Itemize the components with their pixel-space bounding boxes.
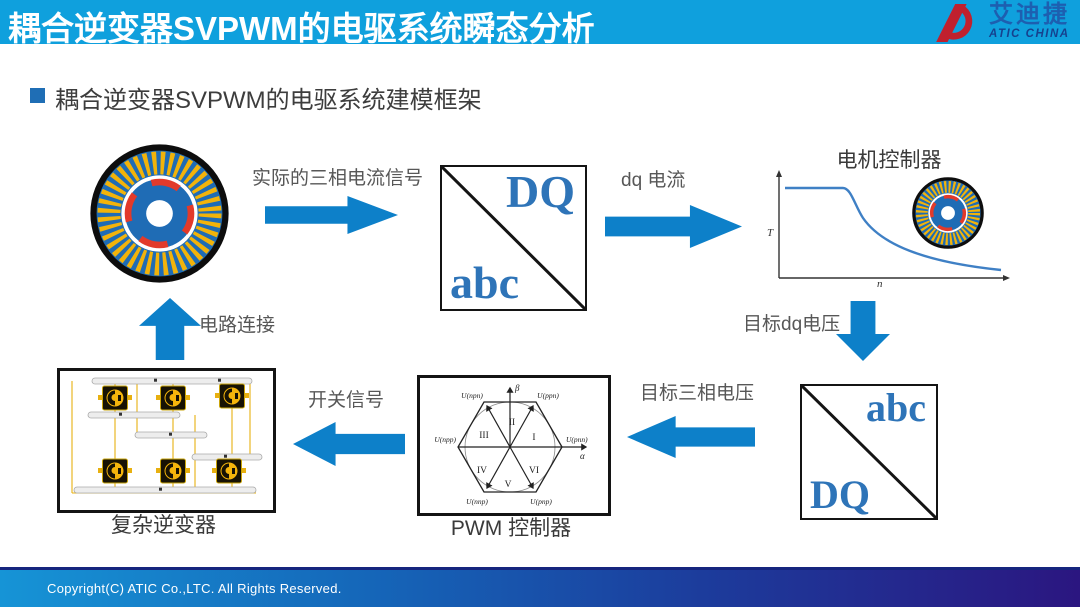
abc-dq-transform-box: abc DQ xyxy=(800,384,938,520)
tn-xlabel: n xyxy=(877,278,883,288)
company-logo: 艾迪捷 ATIC CHINA xyxy=(933,3,1070,48)
logo-company-en: ATIC CHINA xyxy=(989,28,1070,40)
dq-abc-transform-box: DQ abc xyxy=(440,165,587,311)
dq-current-label: dq 电流 xyxy=(621,170,686,191)
arrow-left-three-phase xyxy=(627,416,755,458)
arrow-right-dq-current xyxy=(605,205,742,248)
sector-1: I xyxy=(532,433,535,443)
vector-pnp: U(pnp) xyxy=(530,497,552,506)
abc-label: abc xyxy=(866,385,926,430)
inverter-caption: 复杂逆变器 xyxy=(111,514,216,537)
arrow-right-current xyxy=(265,196,398,234)
sector-5: V xyxy=(505,480,512,490)
target-dq-voltage-label: 目标dq电压 xyxy=(743,314,841,335)
sector-6: VI xyxy=(529,466,539,476)
alpha-axis-label: α xyxy=(580,451,585,461)
vector-pnn: U(pnn) xyxy=(566,435,588,444)
section-heading: 耦合逆变器SVPWM的电驱系统建模框架 xyxy=(55,87,482,114)
vector-ppn: U(ppn) xyxy=(537,391,559,400)
circuit-connection-label: 电路连接 xyxy=(199,315,276,336)
small-motor-icon xyxy=(914,179,982,247)
switch-signal-label: 开关信号 xyxy=(308,390,385,411)
logo-monogram-icon xyxy=(933,3,985,48)
svpwm-hexagon: β α U(npn) U(ppn) U(pnn) U(npp) U(nnp) U… xyxy=(434,383,588,506)
actual-current-label: 实际的三相电流信号 xyxy=(252,168,424,189)
footer-bar: Copyright(C) ATIC Co.,LTC. All Rights Re… xyxy=(0,567,1080,607)
torque-speed-chart: T n xyxy=(763,166,1015,290)
slide-title: 耦合逆变器SVPWM的电驱系统瞬态分析 xyxy=(8,10,595,47)
sector-4: IV xyxy=(477,466,487,476)
vector-npn: U(npn) xyxy=(461,391,483,400)
pwm-controller-box: β α U(npn) U(ppn) U(pnn) U(npp) U(nnp) U… xyxy=(417,375,611,516)
pwm-caption: PWM 控制器 xyxy=(450,517,572,540)
copyright-text: Copyright(C) ATIC Co.,LTC. All Rights Re… xyxy=(47,581,342,596)
logo-text: 艾迪捷 ATIC CHINA xyxy=(989,3,1070,41)
motor-icon xyxy=(88,142,231,285)
logo-company-cn: 艾迪捷 xyxy=(989,1,1070,28)
arrow-left-switch-signal xyxy=(293,422,405,466)
motor-controller-title: 电机控制器 xyxy=(836,149,942,172)
vector-nnp: U(nnp) xyxy=(466,497,488,506)
header-bar: 耦合逆变器SVPWM的电驱系统瞬态分析 艾迪捷 ATIC CHINA xyxy=(0,0,1080,47)
inverter-box xyxy=(57,368,276,513)
arrow-up-circuit-connection xyxy=(139,298,201,360)
abc-label: abc xyxy=(450,257,519,308)
sector-3: III xyxy=(479,431,489,441)
arrow-down-target-dq xyxy=(836,301,890,361)
inverter-schematic xyxy=(71,377,263,494)
sector-2: II xyxy=(509,418,515,428)
target-three-phase-label: 目标三相电压 xyxy=(640,383,755,404)
beta-axis-label: β xyxy=(514,383,520,393)
vector-npp: U(npp) xyxy=(434,435,456,444)
dq-label: DQ xyxy=(506,166,575,217)
dq-label: DQ xyxy=(810,472,870,517)
heading-bullet-icon xyxy=(30,88,45,103)
tn-ylabel: T xyxy=(767,227,774,239)
